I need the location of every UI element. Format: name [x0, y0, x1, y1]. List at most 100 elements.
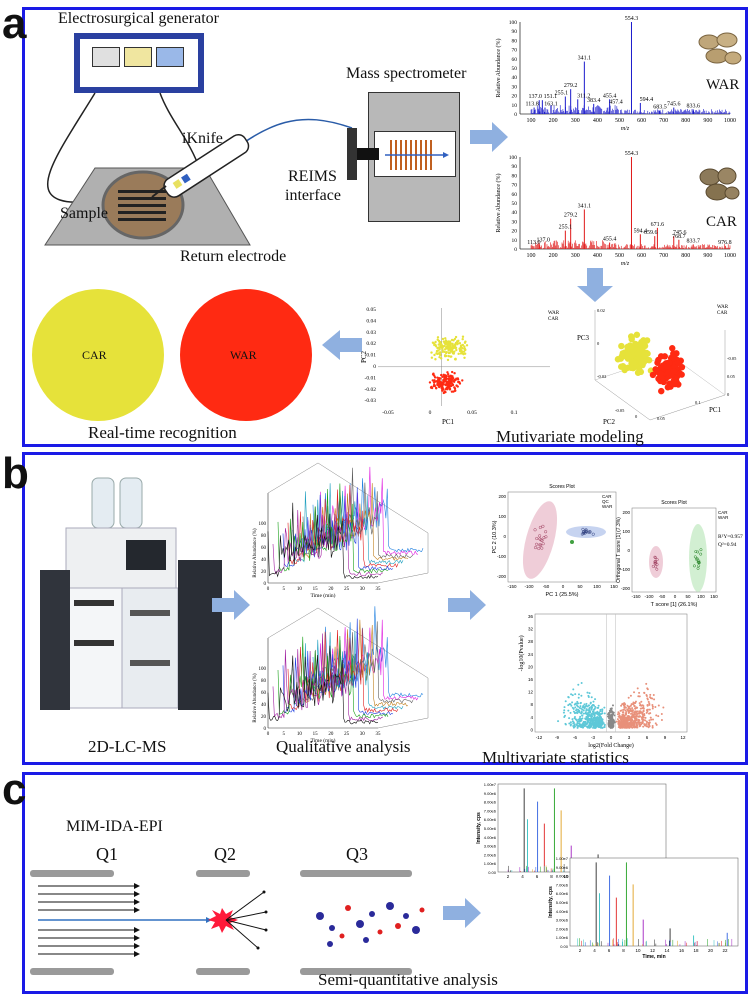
spectrum-y-tick: 70 — [512, 183, 518, 189]
triple-quadrupole-schematic — [30, 870, 425, 975]
volcano-point — [588, 723, 591, 726]
chrom-y-tick: 60 — [261, 691, 267, 696]
scores1-x-tick: -100 — [524, 584, 534, 589]
pca3d-car-point — [617, 363, 625, 370]
pca3d-tick: -0.02 — [597, 374, 606, 379]
pca3d-tick: 0.02 — [597, 308, 605, 313]
scores2-car-point — [653, 560, 657, 564]
spectrum-peak-label: 341.1 — [578, 203, 592, 209]
xic-y-tick: 8.00e6 — [484, 800, 497, 805]
volcano-point — [641, 707, 644, 710]
generator-button-blue — [156, 47, 184, 67]
volcano-point — [603, 706, 606, 709]
volcano-point — [592, 710, 595, 713]
pca2d-car-point — [446, 358, 450, 362]
volcano-point — [631, 726, 634, 729]
volcano-point — [598, 719, 601, 722]
pca2d-y-tick: 0.03 — [366, 330, 376, 336]
volcano-point — [557, 720, 560, 723]
volcano-point — [623, 719, 626, 722]
pca3d-car-point — [640, 337, 647, 344]
panel-c-label: c — [2, 765, 27, 814]
scores1-y-tick: 100 — [498, 514, 506, 519]
volcano-point — [599, 721, 602, 724]
xic-y-tick: 7.00e6 — [484, 808, 497, 813]
xic-y-tick: 1.00e6 — [556, 935, 569, 940]
scores1-car-ellipse — [522, 501, 558, 579]
volcano-point — [576, 724, 579, 727]
pca2d-car-point — [441, 337, 445, 341]
volcano-point — [592, 722, 595, 725]
volcano-point — [639, 723, 642, 726]
arrow-spectra-to-modeling — [577, 268, 613, 302]
scores1-war-point — [588, 530, 592, 534]
xic-y-tick: 2.00e6 — [484, 852, 497, 857]
chrom-y-tick: 40 — [261, 703, 267, 708]
q1-ion-arrowhead — [134, 935, 140, 941]
volcano-point — [651, 726, 654, 729]
scores2-y-tick: -100 — [621, 567, 631, 572]
volcano-point — [580, 712, 583, 715]
scores2-title: Scores Plot — [661, 500, 687, 506]
chrom-y-tick: 0 — [264, 582, 267, 587]
q2-label: Q2 — [214, 844, 236, 864]
pca3d-war-point — [663, 363, 671, 370]
scores2-war-point — [694, 550, 698, 554]
arrow-ms-to-spectra — [470, 122, 508, 152]
volcano-point — [634, 701, 637, 704]
pca3d-tick: 0.05 — [657, 416, 666, 421]
volcano-point — [569, 724, 572, 727]
scores1-qc-point — [570, 540, 574, 544]
spectrum-y-tick: 0 — [514, 247, 517, 253]
pca3d-war-point — [658, 387, 665, 395]
volcano-point — [593, 713, 596, 716]
volcano-point — [586, 716, 589, 719]
volcano-point — [571, 694, 574, 697]
panel-a-setup-drawing — [44, 92, 353, 246]
chrom-x-tick: 5 — [282, 587, 285, 592]
iknife-tip — [151, 185, 167, 198]
pca2d-car-point — [456, 342, 459, 346]
volcano-point — [570, 704, 573, 707]
pca2d-car-point — [439, 341, 442, 344]
volcano-point — [634, 713, 637, 716]
chrom-y-tick: 80 — [261, 679, 267, 684]
q1-ion-arrowhead — [134, 883, 140, 889]
spectrum-peak-label: 383.4 — [587, 98, 601, 104]
xic-y-tick: 7.00e6 — [556, 882, 569, 887]
pca3d-car-point — [628, 336, 635, 343]
volcano-point — [625, 711, 628, 714]
volcano-point — [571, 701, 574, 704]
volcano-point — [642, 725, 645, 728]
chrom-x-tick: 20 — [328, 732, 334, 737]
spectrum-x-tick: 600 — [637, 118, 646, 124]
volcano-point — [660, 719, 663, 722]
pca3d-legend-car: CAR — [717, 311, 728, 316]
chrom-x-tick: 20 — [328, 587, 334, 592]
volcano-ns-point — [609, 719, 612, 722]
spectrum-y-tick: 30 — [512, 84, 518, 90]
volcano-point — [570, 693, 573, 696]
chrom-y-tick: 100 — [259, 667, 267, 672]
volcano-point — [588, 692, 591, 695]
q1-ion-arrowhead — [134, 891, 140, 897]
volcano-y-label: -log10(Pvalue) — [518, 635, 525, 671]
chrom-y-label: Relative Abundance (%) — [253, 528, 258, 577]
pca2d-car-point — [433, 353, 436, 357]
scores1-car-point — [541, 524, 545, 528]
volcano-point — [618, 712, 621, 715]
war-result-circle — [180, 289, 312, 421]
spectrum-peak-label: 113.0 — [527, 240, 540, 246]
volcano-point — [563, 709, 566, 712]
spectrum-y-tick: 100 — [509, 20, 518, 26]
multivariate-statistics-label: Multivariate statistics — [482, 748, 629, 767]
pca-2d-scatter: 0.050.040.030.020.010-0.01-0.02-0.03-0.0… — [360, 307, 560, 426]
chrom-3d-box — [267, 462, 429, 584]
chrom-3d-box — [267, 607, 429, 729]
q3-ion-dot — [369, 911, 375, 917]
scores2-car-point — [655, 563, 659, 566]
volcano-point — [638, 691, 641, 694]
xic-x-tick: 8 — [550, 874, 553, 879]
volcano-point — [655, 723, 658, 726]
